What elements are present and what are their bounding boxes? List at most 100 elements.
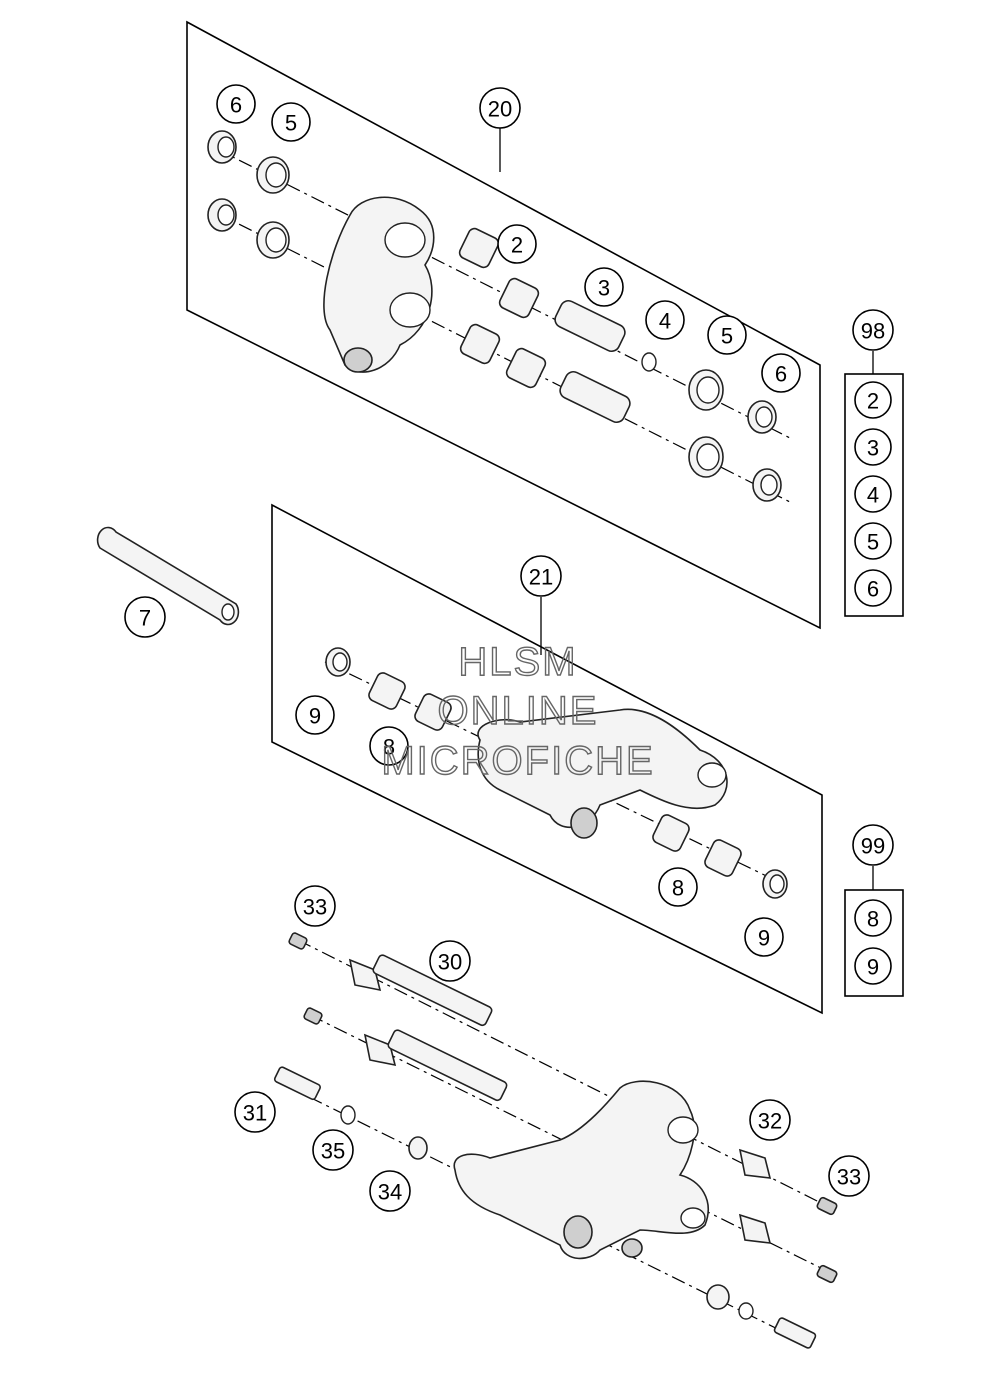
callout-5b-label: 5 <box>721 324 733 349</box>
callout-30: 30 <box>429 940 471 982</box>
callout-3: 3 <box>584 267 624 307</box>
callout-98: 98 <box>852 309 894 351</box>
watermark-line-1: HLSM <box>458 640 577 684</box>
callout-2-label: 2 <box>511 233 523 258</box>
kit-98-item-0: 2 <box>854 381 892 419</box>
kit-98-item-0-label: 2 <box>867 389 879 414</box>
callout-34-circle <box>369 1170 411 1212</box>
callout-33a-circle <box>294 885 336 927</box>
kit-99-item-1-circle <box>854 947 892 985</box>
kit-98-item-1-circle <box>854 428 892 466</box>
kit-98-item-1: 3 <box>854 428 892 466</box>
callout-99-circle <box>852 824 894 866</box>
callout-31: 31 <box>234 1091 276 1133</box>
pin-7 <box>96 526 240 626</box>
kit-99-item-1-label: 9 <box>867 955 879 980</box>
callout-9b-circle <box>744 917 784 957</box>
callout-6a-label: 6 <box>230 93 242 118</box>
callout-9a-circle <box>295 695 335 735</box>
callout-2: 2 <box>497 224 537 264</box>
callout-3-circle <box>584 267 624 307</box>
leader-lines <box>499 127 874 890</box>
callout-8b-circle <box>658 867 698 907</box>
callout-98-circle <box>852 309 894 351</box>
kit-98-item-2-circle <box>854 475 892 513</box>
callout-35: 35 <box>312 1129 354 1171</box>
callout-6a-circle <box>216 84 256 124</box>
kit-98-item-3-label: 5 <box>867 530 879 555</box>
callout-6b-circle <box>761 353 801 393</box>
callout-8a-label: 8 <box>383 735 395 760</box>
callout-5b: 5 <box>707 315 747 355</box>
callout-3-label: 3 <box>598 276 610 301</box>
callout-4-label: 4 <box>659 309 671 334</box>
kit-98-item-4-label: 6 <box>867 577 879 602</box>
assembly-panel-20 <box>186 20 821 630</box>
kit-99-item-0-label: 8 <box>867 907 879 932</box>
callout-34-label: 34 <box>378 1180 402 1205</box>
kit-99-item-1: 9 <box>854 947 892 985</box>
callout-20-circle <box>479 87 521 129</box>
callout-31-circle <box>234 1091 276 1133</box>
callout-6a: 6 <box>216 84 256 124</box>
callout-99-label: 99 <box>861 834 885 859</box>
kit-layer: 2 3 4 5 6 8 9 <box>854 381 892 985</box>
callout-4-circle <box>645 300 685 340</box>
kit-98-item-1-label: 3 <box>867 436 879 461</box>
callout-31-label: 31 <box>243 1101 267 1126</box>
callout-9a: 9 <box>295 695 335 735</box>
callout-21: 21 <box>520 555 562 597</box>
connecting-rod <box>325 647 788 899</box>
callout-2-circle <box>497 224 537 264</box>
linkage-lever <box>323 196 435 373</box>
kit-99-item-0: 8 <box>854 899 892 937</box>
callout-20-label: 20 <box>488 97 512 122</box>
callout-5a: 5 <box>271 102 311 142</box>
callout-9b: 9 <box>744 917 784 957</box>
callout-9a-label: 9 <box>309 704 321 729</box>
kit-98-item-2: 4 <box>854 475 892 513</box>
callout-9b-label: 9 <box>758 926 770 951</box>
callout-5b-circle <box>707 315 747 355</box>
callout-4: 4 <box>645 300 685 340</box>
callout-32: 32 <box>749 1099 791 1141</box>
callout-32-circle <box>749 1099 791 1141</box>
callout-8b-label: 8 <box>672 876 684 901</box>
callout-98-label: 98 <box>861 319 885 344</box>
callout-33a-label: 33 <box>303 895 327 920</box>
kit-98-item-4: 6 <box>854 569 892 607</box>
kit-98-item-3: 5 <box>854 522 892 560</box>
upper-bearings <box>207 130 782 502</box>
callout-7-circle <box>124 596 166 638</box>
callout-7: 7 <box>124 596 166 638</box>
callout-35-label: 35 <box>321 1139 345 1164</box>
callout-33b: 33 <box>828 1155 870 1197</box>
watermark: HLSM ONLINE MICROFICHE <box>381 639 654 783</box>
callout-33a: 33 <box>294 885 336 927</box>
callout-33b-circle <box>828 1155 870 1197</box>
watermark-line-3: MICROFICHE <box>381 739 654 783</box>
kit-98-item-4-circle <box>854 569 892 607</box>
callout-21-circle <box>520 555 562 597</box>
callout-8a: 8 <box>369 726 409 766</box>
callout-34: 34 <box>369 1170 411 1212</box>
callout-5a-circle <box>271 102 311 142</box>
callout-30-circle <box>429 940 471 982</box>
callout-32-label: 32 <box>758 1109 782 1134</box>
callout-8a-circle <box>369 726 409 766</box>
kit-98-item-3-circle <box>854 522 892 560</box>
callout-5a-label: 5 <box>285 111 297 136</box>
kit-99-item-0-circle <box>854 899 892 937</box>
callout-35-circle <box>312 1129 354 1171</box>
callout-20: 20 <box>479 87 521 129</box>
callout-6b: 6 <box>761 353 801 393</box>
callout-8b: 8 <box>658 867 698 907</box>
kit-98-item-0-circle <box>854 381 892 419</box>
kit-98-item-2-label: 4 <box>867 483 879 508</box>
lower-fasteners <box>273 932 838 1349</box>
callout-33b-label: 33 <box>837 1165 861 1190</box>
callout-7-label: 7 <box>139 606 151 631</box>
